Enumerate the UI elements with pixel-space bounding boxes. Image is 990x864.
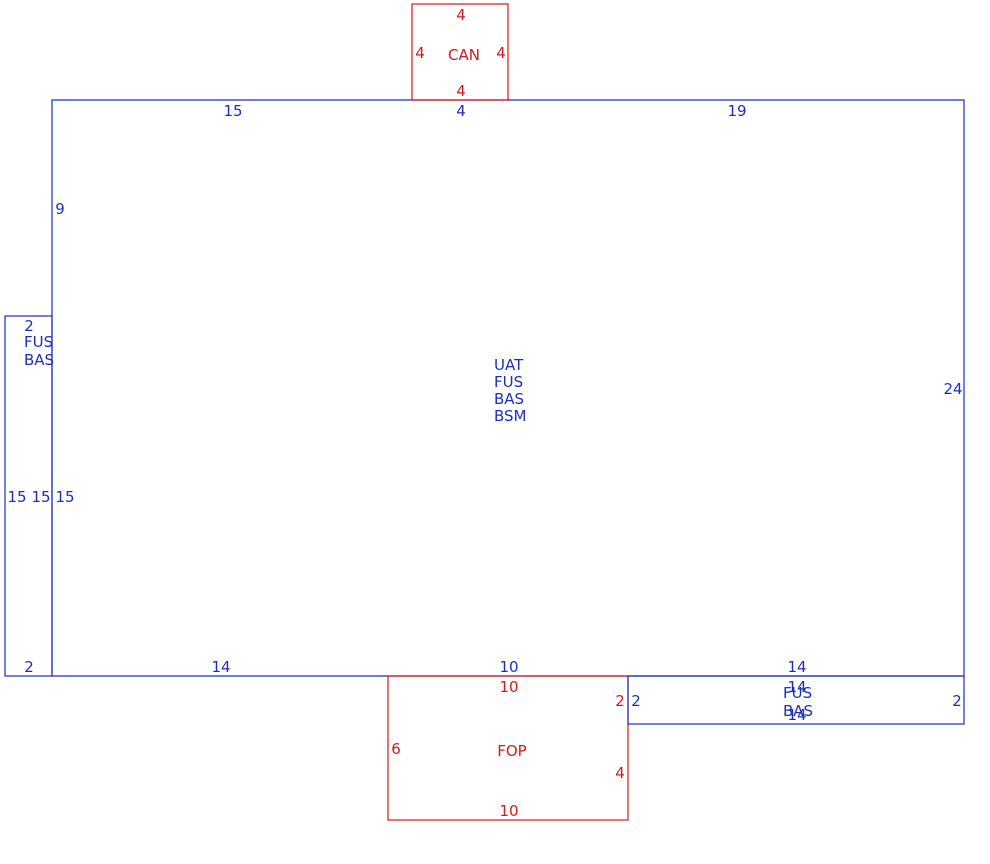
main-code-3: BAS [494, 390, 524, 408]
fop-label: FOP [497, 742, 526, 760]
left-dim-left: 15 [7, 488, 26, 506]
fop-dim-left: 6 [391, 740, 401, 758]
can-dim-right: 4 [496, 44, 506, 62]
main-dim-left-upper: 9 [55, 200, 65, 218]
main-code-4: BSM [494, 407, 527, 425]
left-dim-top: 2 [24, 317, 34, 335]
left-code-2: BAS [24, 351, 54, 369]
right-dim-right: 2 [952, 692, 962, 710]
main-dim-top-left: 15 [223, 102, 242, 120]
main-dim-left-lower: 15 [55, 488, 74, 506]
fop-outline [387, 675, 629, 821]
left-dim-inner: 15 [31, 488, 50, 506]
main-dim-top-mid: 4 [456, 102, 466, 120]
left-section-outline [4, 315, 53, 677]
fop-dim-right-lower: 4 [615, 764, 625, 782]
can-dim-bottom: 4 [456, 82, 466, 100]
main-dim-top-right: 19 [727, 102, 746, 120]
main-dim-bottom-mid: 10 [499, 658, 518, 676]
right-dim-top: 14 [787, 678, 806, 696]
left-code-1: FUS [24, 333, 53, 351]
right-code-1: FUS [783, 684, 812, 702]
can-label: CAN [448, 46, 480, 64]
right-code-2: BAS [783, 702, 813, 720]
right-section-outline [627, 675, 965, 725]
fop-dim-bottom: 10 [499, 802, 518, 820]
main-code-1: UAT [494, 356, 524, 374]
main-dim-bottom-right: 14 [787, 658, 806, 676]
canopy-outline [411, 3, 509, 101]
can-dim-top: 4 [456, 6, 466, 24]
main-dim-bottom-left: 14 [211, 658, 230, 676]
main-code-2: FUS [494, 373, 523, 391]
right-dim-left: 2 [631, 692, 641, 710]
can-dim-left: 4 [415, 44, 425, 62]
main-dim-right: 24 [943, 380, 962, 398]
fop-dim-right-upper: 2 [615, 692, 625, 710]
fop-dim-top: 10 [499, 678, 518, 696]
left-dim-bottom: 2 [24, 658, 34, 676]
right-dim-bottom: 14 [787, 706, 806, 724]
